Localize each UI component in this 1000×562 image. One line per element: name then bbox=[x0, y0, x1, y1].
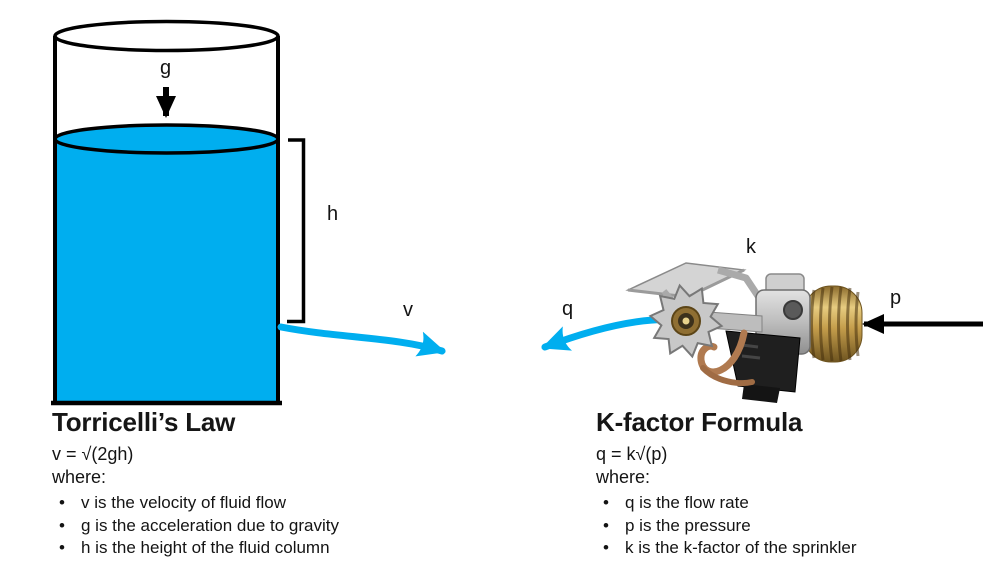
bullet-marker: • bbox=[59, 515, 65, 535]
bullet-text: v is the velocity of fluid flow bbox=[81, 493, 287, 512]
thermal-housing-tab bbox=[742, 384, 780, 403]
list-item: • g is the acceleration due to gravity bbox=[52, 515, 412, 538]
torricelli-where: where: bbox=[52, 467, 107, 487]
copper-tube bbox=[697, 329, 748, 376]
copper-tube-lower bbox=[700, 365, 755, 387]
label-height: h bbox=[327, 203, 339, 225]
housing-detail bbox=[741, 343, 761, 360]
height-bracket bbox=[287, 138, 306, 324]
label-flow: q bbox=[562, 298, 574, 320]
gear-orifice bbox=[682, 317, 690, 325]
torricelli-title: Torricelli’s Law bbox=[52, 407, 236, 437]
bullet-marker: • bbox=[59, 538, 65, 557]
torricelli-bullet-list: • v is the velocity of fluid flow • g is… bbox=[52, 492, 412, 560]
list-item: • q is the flow rate bbox=[596, 492, 996, 515]
label-pressure: p bbox=[890, 287, 902, 309]
velocity-stream-arrow bbox=[277, 323, 446, 357]
torricelli-formula: v = √(2gh) bbox=[52, 444, 134, 464]
frame-bolt bbox=[783, 300, 803, 320]
sprinkler-illustration bbox=[541, 262, 863, 403]
kfactor-where: where: bbox=[596, 467, 651, 487]
bullet-marker: • bbox=[603, 493, 609, 512]
bullet-text: q is the flow rate bbox=[625, 493, 749, 512]
bullet-text: k is the k-factor of the sprinkler bbox=[625, 538, 857, 557]
bullet-text: g is the acceleration due to gravity bbox=[81, 515, 339, 535]
kfactor-formula: q = k√(p) bbox=[596, 444, 668, 464]
torricelli-section: Torricelli’s Law v = √(2gh) where: • v i… bbox=[52, 407, 412, 560]
bullet-text: p is the pressure bbox=[625, 515, 751, 535]
kfactor-title: K-factor Formula bbox=[596, 407, 803, 437]
tank-walls bbox=[53, 36, 280, 403]
thread-ridges bbox=[810, 286, 860, 362]
label-velocity: v bbox=[403, 299, 413, 321]
bullet-marker: • bbox=[603, 515, 609, 535]
bullet-marker: • bbox=[59, 493, 65, 512]
tank-rim bbox=[53, 19, 280, 53]
water-body bbox=[55, 139, 278, 401]
bullet-marker: • bbox=[603, 538, 609, 557]
list-item: • v is the velocity of fluid flow bbox=[52, 492, 412, 515]
list-item: • p is the pressure bbox=[596, 515, 996, 538]
bullet-text: h is the height of the fluid column bbox=[81, 538, 330, 557]
list-item: • k is the k-factor of the sprinkler bbox=[596, 537, 996, 560]
kfactor-section: K-factor Formula q = k√(p) where: • q is… bbox=[596, 407, 996, 560]
kfactor-bullet-list: • q is the flow rate • p is the pressure… bbox=[596, 492, 996, 560]
label-kfactor: k bbox=[746, 236, 756, 258]
list-item: • h is the height of the fluid column bbox=[52, 537, 412, 560]
water-surface bbox=[53, 123, 280, 155]
tank-illustration bbox=[51, 19, 282, 406]
label-gravity: g bbox=[160, 57, 172, 79]
